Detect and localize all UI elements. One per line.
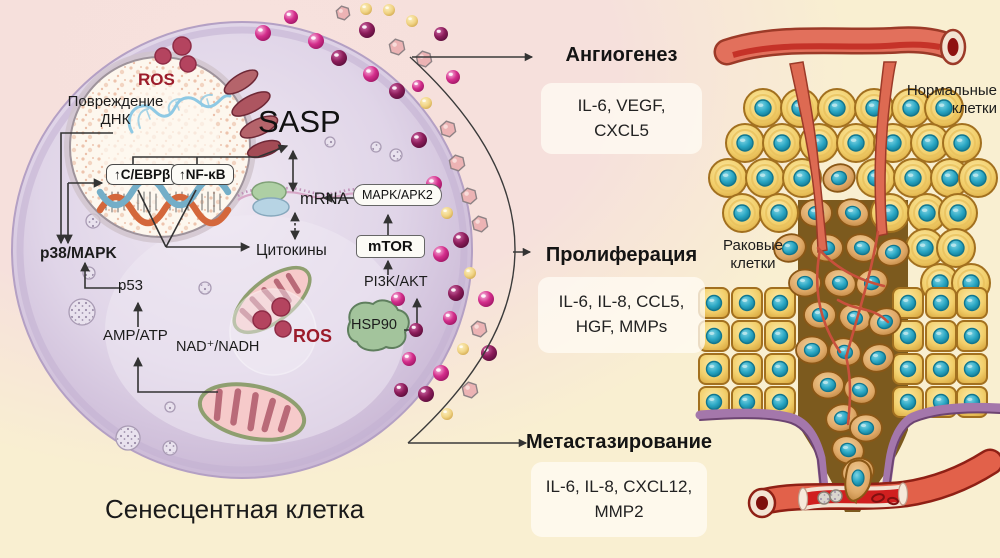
hsp90-protein	[347, 299, 410, 352]
process-factors-metastasis: IL-6, IL-8, CXCL12, MMP2	[531, 462, 707, 537]
mrna-label: mRNA	[300, 190, 349, 208]
cancer-cells-label: Раковые клетки	[722, 237, 783, 273]
golgi-stack	[223, 69, 282, 159]
sasp-particles	[255, 3, 497, 420]
ros-top-label: ROS	[138, 70, 175, 89]
p38-mapk-label: p38/MAPK	[40, 245, 117, 262]
senescent-cell-caption: Сенесцентная клетка	[105, 494, 365, 524]
cytokines-label: Цитокины	[256, 242, 327, 259]
process-factors-proliferation: IL-6, IL-8, CCL5, HGF, MMPs	[538, 277, 705, 353]
metabolic-cycle-circle	[229, 288, 317, 376]
ribosome	[251, 181, 290, 217]
amp-atp-label: AMP/ATP	[103, 327, 168, 344]
basement-membrane	[695, 402, 1000, 493]
cebp-box: ↑C/EBPβ	[106, 164, 179, 185]
tissue-illustration	[695, 26, 1000, 519]
sasp-label: SASP	[258, 104, 341, 139]
p53-label: p53	[118, 277, 144, 294]
pi3k-akt-label: PI3K/AKT	[364, 274, 428, 290]
mitochondrion-lower	[197, 382, 307, 442]
ros-mito-label: ROS	[293, 326, 333, 346]
hsp90-label: HSP90	[351, 317, 397, 333]
ros-molecules-mito	[252, 297, 292, 338]
process-title-angiogenesis: Ангиогенез	[565, 44, 678, 66]
blood-vessel-bottom	[747, 448, 1000, 519]
ros-molecules-top	[154, 36, 197, 73]
mapk-apk2-box: MAPK/APK2	[353, 184, 442, 206]
tumor-capillaries	[815, 230, 890, 426]
nfkb-box: ↑NF-κB	[171, 164, 234, 185]
process-title-metastasis: Метастазирование	[525, 431, 713, 453]
secretion-arc	[407, 52, 534, 448]
mtor-box: mTOR	[356, 235, 425, 258]
dna-damage-label: Повреждение ДНК	[67, 93, 164, 129]
blood-vessel-top	[713, 26, 967, 253]
nad-nadh-label: NAD⁺/NADH	[176, 339, 260, 355]
process-title-proliferation: Пролиферация	[545, 244, 698, 266]
normal-cells-label: Нормальные клетки	[906, 82, 997, 118]
process-factors-angiogenesis: IL-6, VEGF, CXCL5	[541, 83, 702, 154]
damaged-dna-strand	[127, 93, 232, 134]
